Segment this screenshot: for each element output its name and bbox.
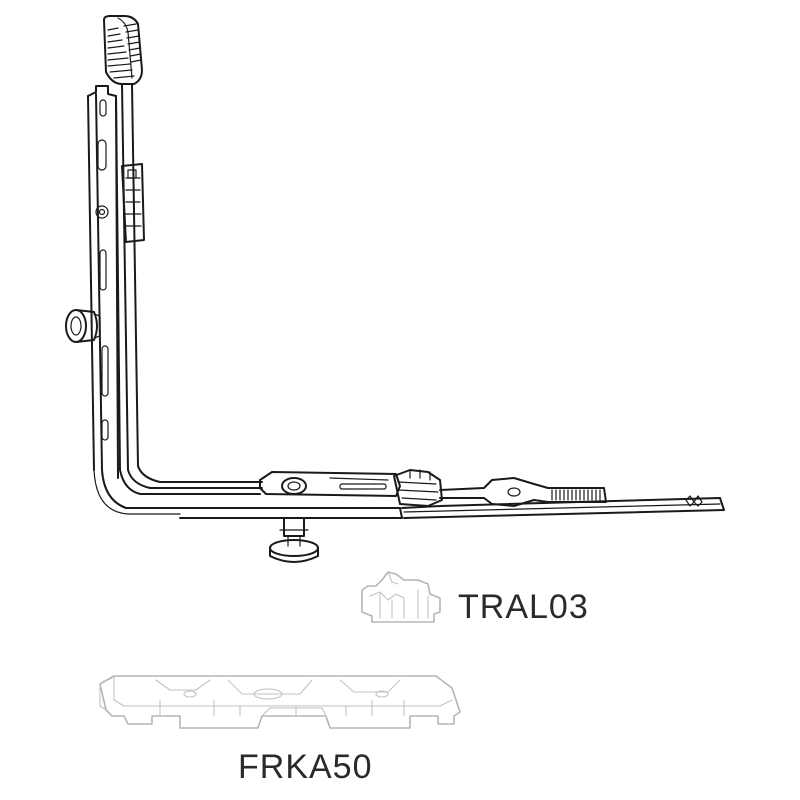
- gear-housing: [393, 469, 443, 507]
- bottom-pin: [269, 517, 319, 563]
- latch-block: [121, 163, 145, 243]
- vertical-rail: [87, 83, 181, 515]
- end-stamp: [685, 495, 703, 507]
- slider-plate: [259, 471, 401, 497]
- tral03-part: [361, 571, 441, 623]
- horizontal-rail: [125, 481, 725, 519]
- frka50-label: FRKA50: [238, 748, 373, 786]
- tral03-label: TRAL03: [458, 588, 589, 626]
- corner-drive: [65, 15, 725, 563]
- frka50-part: [99, 675, 461, 729]
- grip-tab: [103, 15, 143, 85]
- side-pin: [65, 309, 101, 343]
- toothed-rack: [439, 477, 607, 507]
